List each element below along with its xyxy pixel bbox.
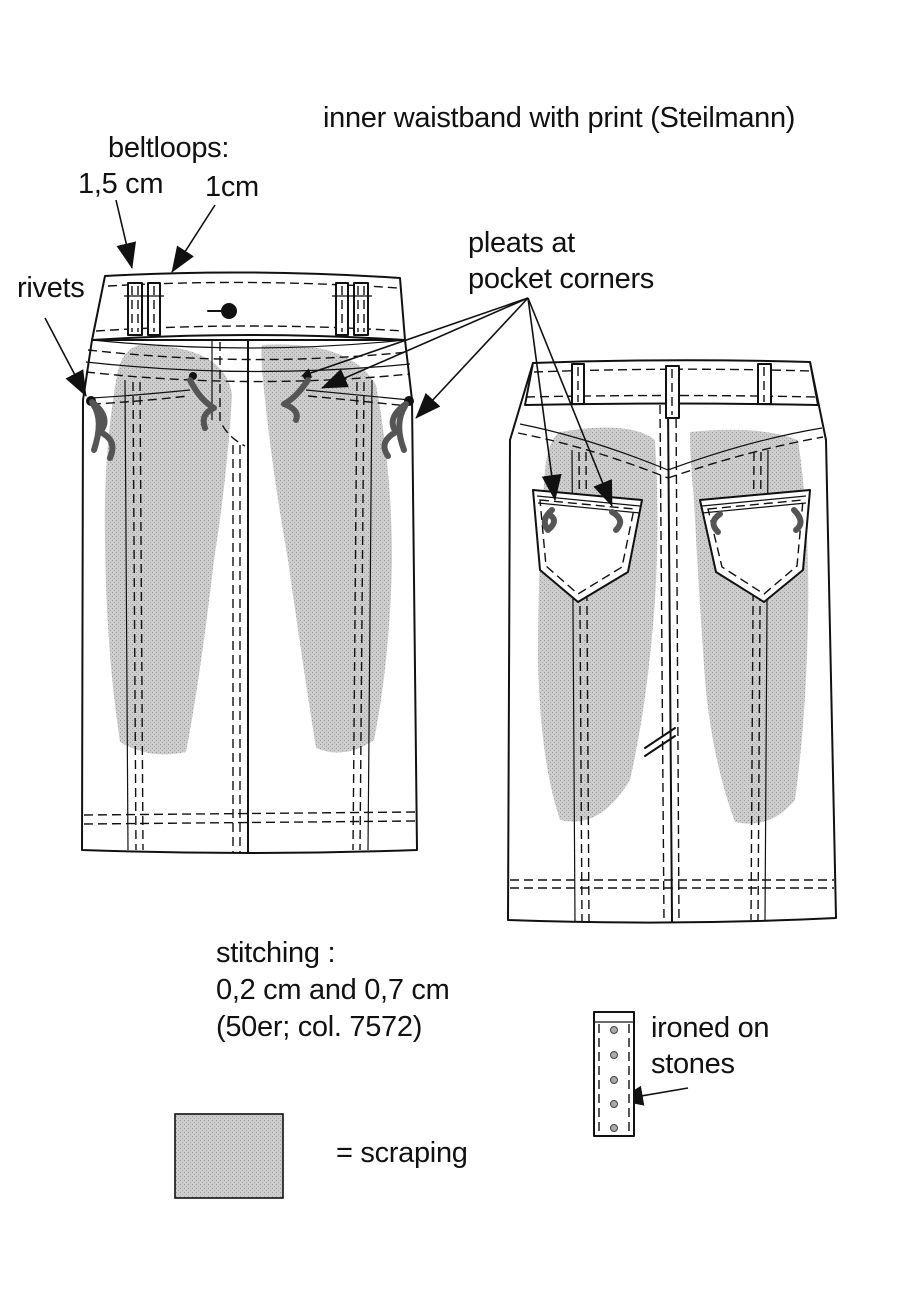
rivets-label: rivets bbox=[17, 272, 85, 304]
pleats-label-line1: pleats at bbox=[468, 227, 575, 259]
front-button-icon bbox=[221, 303, 237, 319]
pleats-label-line2: pocket corners bbox=[468, 263, 654, 295]
stones-beltloop-detail bbox=[593, 1011, 635, 1137]
scraping-legend-label: = scraping bbox=[336, 1137, 468, 1169]
beltloop-wide-label: 1,5 cm bbox=[78, 168, 164, 200]
inner-waistband-label: inner waistband with print (Steilmann) bbox=[323, 102, 796, 134]
callout-arrows bbox=[44, 199, 689, 1106]
stone-icon bbox=[610, 1026, 618, 1034]
front-scraping-left bbox=[104, 345, 232, 755]
stitching-label-line3: (50er; col. 7572) bbox=[216, 1011, 423, 1043]
front-skirt-view bbox=[81, 271, 418, 854]
beltloops-title: beltloops: bbox=[108, 132, 230, 164]
front-scraping-right bbox=[261, 344, 392, 753]
back-pocket-right bbox=[699, 489, 811, 603]
beltloop-narrow-label: 1cm bbox=[205, 171, 259, 203]
back-pocket-left bbox=[532, 489, 643, 603]
front-beltloop-wide bbox=[127, 282, 143, 336]
back-skirt-view bbox=[507, 359, 837, 924]
stitching-label-line2: 0,2 cm and 0,7 cm bbox=[216, 974, 450, 1006]
ironed-on-label-line2: stones bbox=[651, 1048, 735, 1080]
stitching-label-line1: stitching : bbox=[216, 937, 336, 969]
scraping-swatch bbox=[174, 1113, 284, 1199]
ironed-on-label-line1: ironed on bbox=[651, 1012, 770, 1044]
